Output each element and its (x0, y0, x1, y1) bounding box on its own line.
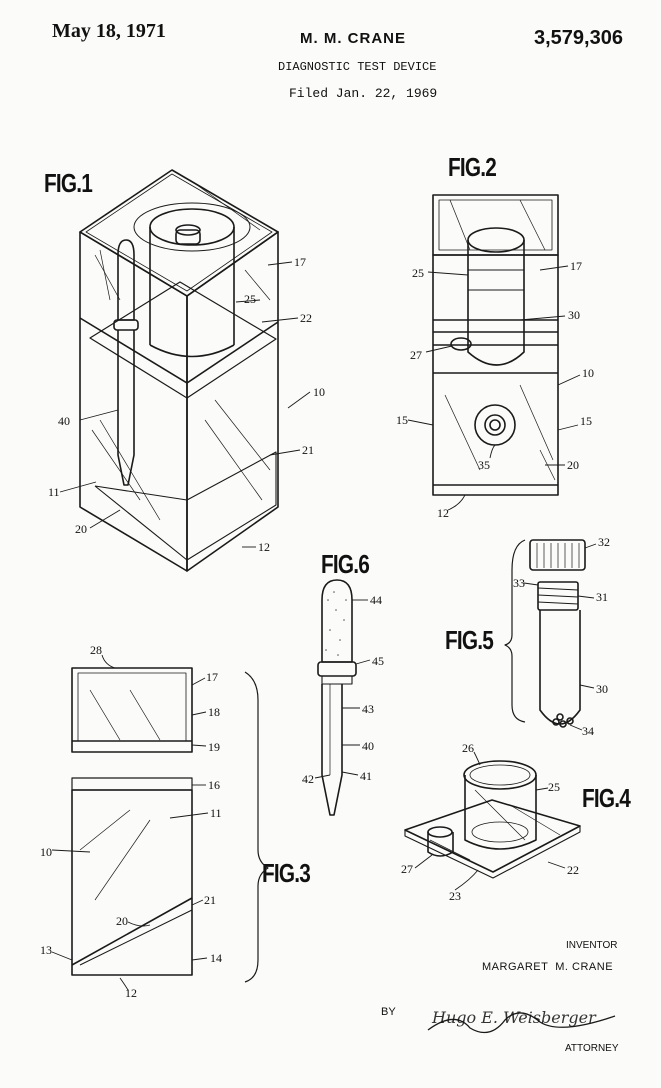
fig2-ref: 10 (582, 366, 594, 380)
fig1-ref: 21 (302, 443, 314, 457)
fig2-ref: 35 (478, 458, 490, 472)
fig2-ref: 12 (437, 506, 449, 520)
fig1-ref: 12 (258, 540, 270, 554)
attorney-caption: ATTORNEY (565, 1043, 619, 1054)
fig3-label: FIG.3 (262, 858, 311, 888)
fig5-drawing (504, 539, 597, 731)
patent-title: DIAGNOSTIC TEST DEVICE (278, 60, 437, 74)
by-label: BY (381, 1006, 396, 1018)
fig4-ref: 23 (449, 889, 461, 903)
inventor-full-name: MARGARET M. CRANE (482, 961, 614, 973)
fig1-ref: 10 (313, 385, 325, 399)
fig3-ref: 19 (208, 740, 220, 754)
fig3-ref: 13 (40, 943, 52, 957)
fig1-label: FIG.1 (44, 168, 93, 198)
fig6-label: FIG.6 (321, 549, 370, 579)
fig2-ref: 17 (570, 259, 582, 273)
fig3-ref: 11 (210, 806, 222, 820)
fig4-ref: 26 (462, 741, 474, 755)
fig2-label: FIG.2 (448, 152, 497, 182)
fig1-ref: 20 (75, 522, 87, 536)
fig6-ref: 45 (372, 654, 384, 668)
patent-date: May 18, 1971 (52, 20, 166, 42)
fig4-ref: 25 (548, 780, 560, 794)
fig3-ref: 16 (208, 778, 220, 792)
fig2-ref: 15 (580, 414, 592, 428)
fig3-ref: 12 (125, 986, 137, 1000)
fig4-ref: 22 (567, 863, 579, 877)
fig1-ref: 22 (300, 311, 312, 325)
fig3-ref: 14 (210, 951, 222, 965)
fig6-drawing (314, 579, 371, 816)
fig5-ref: 32 (598, 535, 610, 549)
inventor-caption: INVENTOR (566, 940, 618, 951)
fig3-ref: 20 (116, 914, 128, 928)
fig1-ref: 25 (244, 292, 256, 306)
fig4-label: FIG.4 (582, 783, 631, 813)
fig3-ref: 17 (206, 670, 218, 684)
fig3-drawing (51, 654, 269, 991)
patent-number: 3,579,306 (534, 27, 623, 49)
fig3-ref: 18 (208, 705, 220, 719)
fig2-ref: 15 (396, 413, 408, 427)
fig3-ref: 10 (40, 845, 52, 859)
fig3-ref: 28 (90, 643, 102, 657)
fig6-ref: 43 (362, 702, 374, 716)
fig1-ref: 17 (294, 255, 306, 269)
fig5-ref: 30 (596, 682, 608, 696)
fig4-drawing (404, 751, 581, 891)
fig6-ref: 44 (370, 593, 382, 607)
fig2-ref: 30 (568, 308, 580, 322)
fig6-ref: 40 (362, 739, 374, 753)
fig5-ref: 34 (582, 724, 594, 738)
filing-date: Filed Jan. 22, 1969 (289, 86, 438, 101)
fig1-drawing (59, 169, 311, 572)
fig2-drawing (407, 194, 581, 511)
fig4-ref: 27 (401, 862, 413, 876)
fig2-ref: 27 (410, 348, 422, 362)
attorney-signature-flourish (427, 1012, 616, 1034)
fig2-ref: 20 (567, 458, 579, 472)
fig2-ref: 25 (412, 266, 424, 280)
fig6-ref: 42 (302, 772, 314, 786)
fig6-ref: 41 (360, 769, 372, 783)
fig1-ref: 40 (58, 414, 70, 428)
attorney-signature: Hugo E. Weisberger (432, 1008, 596, 1027)
fig5-ref: 31 (596, 590, 608, 604)
fig5-ref: 33 (513, 576, 525, 590)
fig3-ref: 21 (204, 893, 216, 907)
inventor-header-name: M. M. CRANE (300, 30, 406, 47)
fig1-ref: 11 (48, 485, 60, 499)
fig5-label: FIG.5 (445, 625, 494, 655)
